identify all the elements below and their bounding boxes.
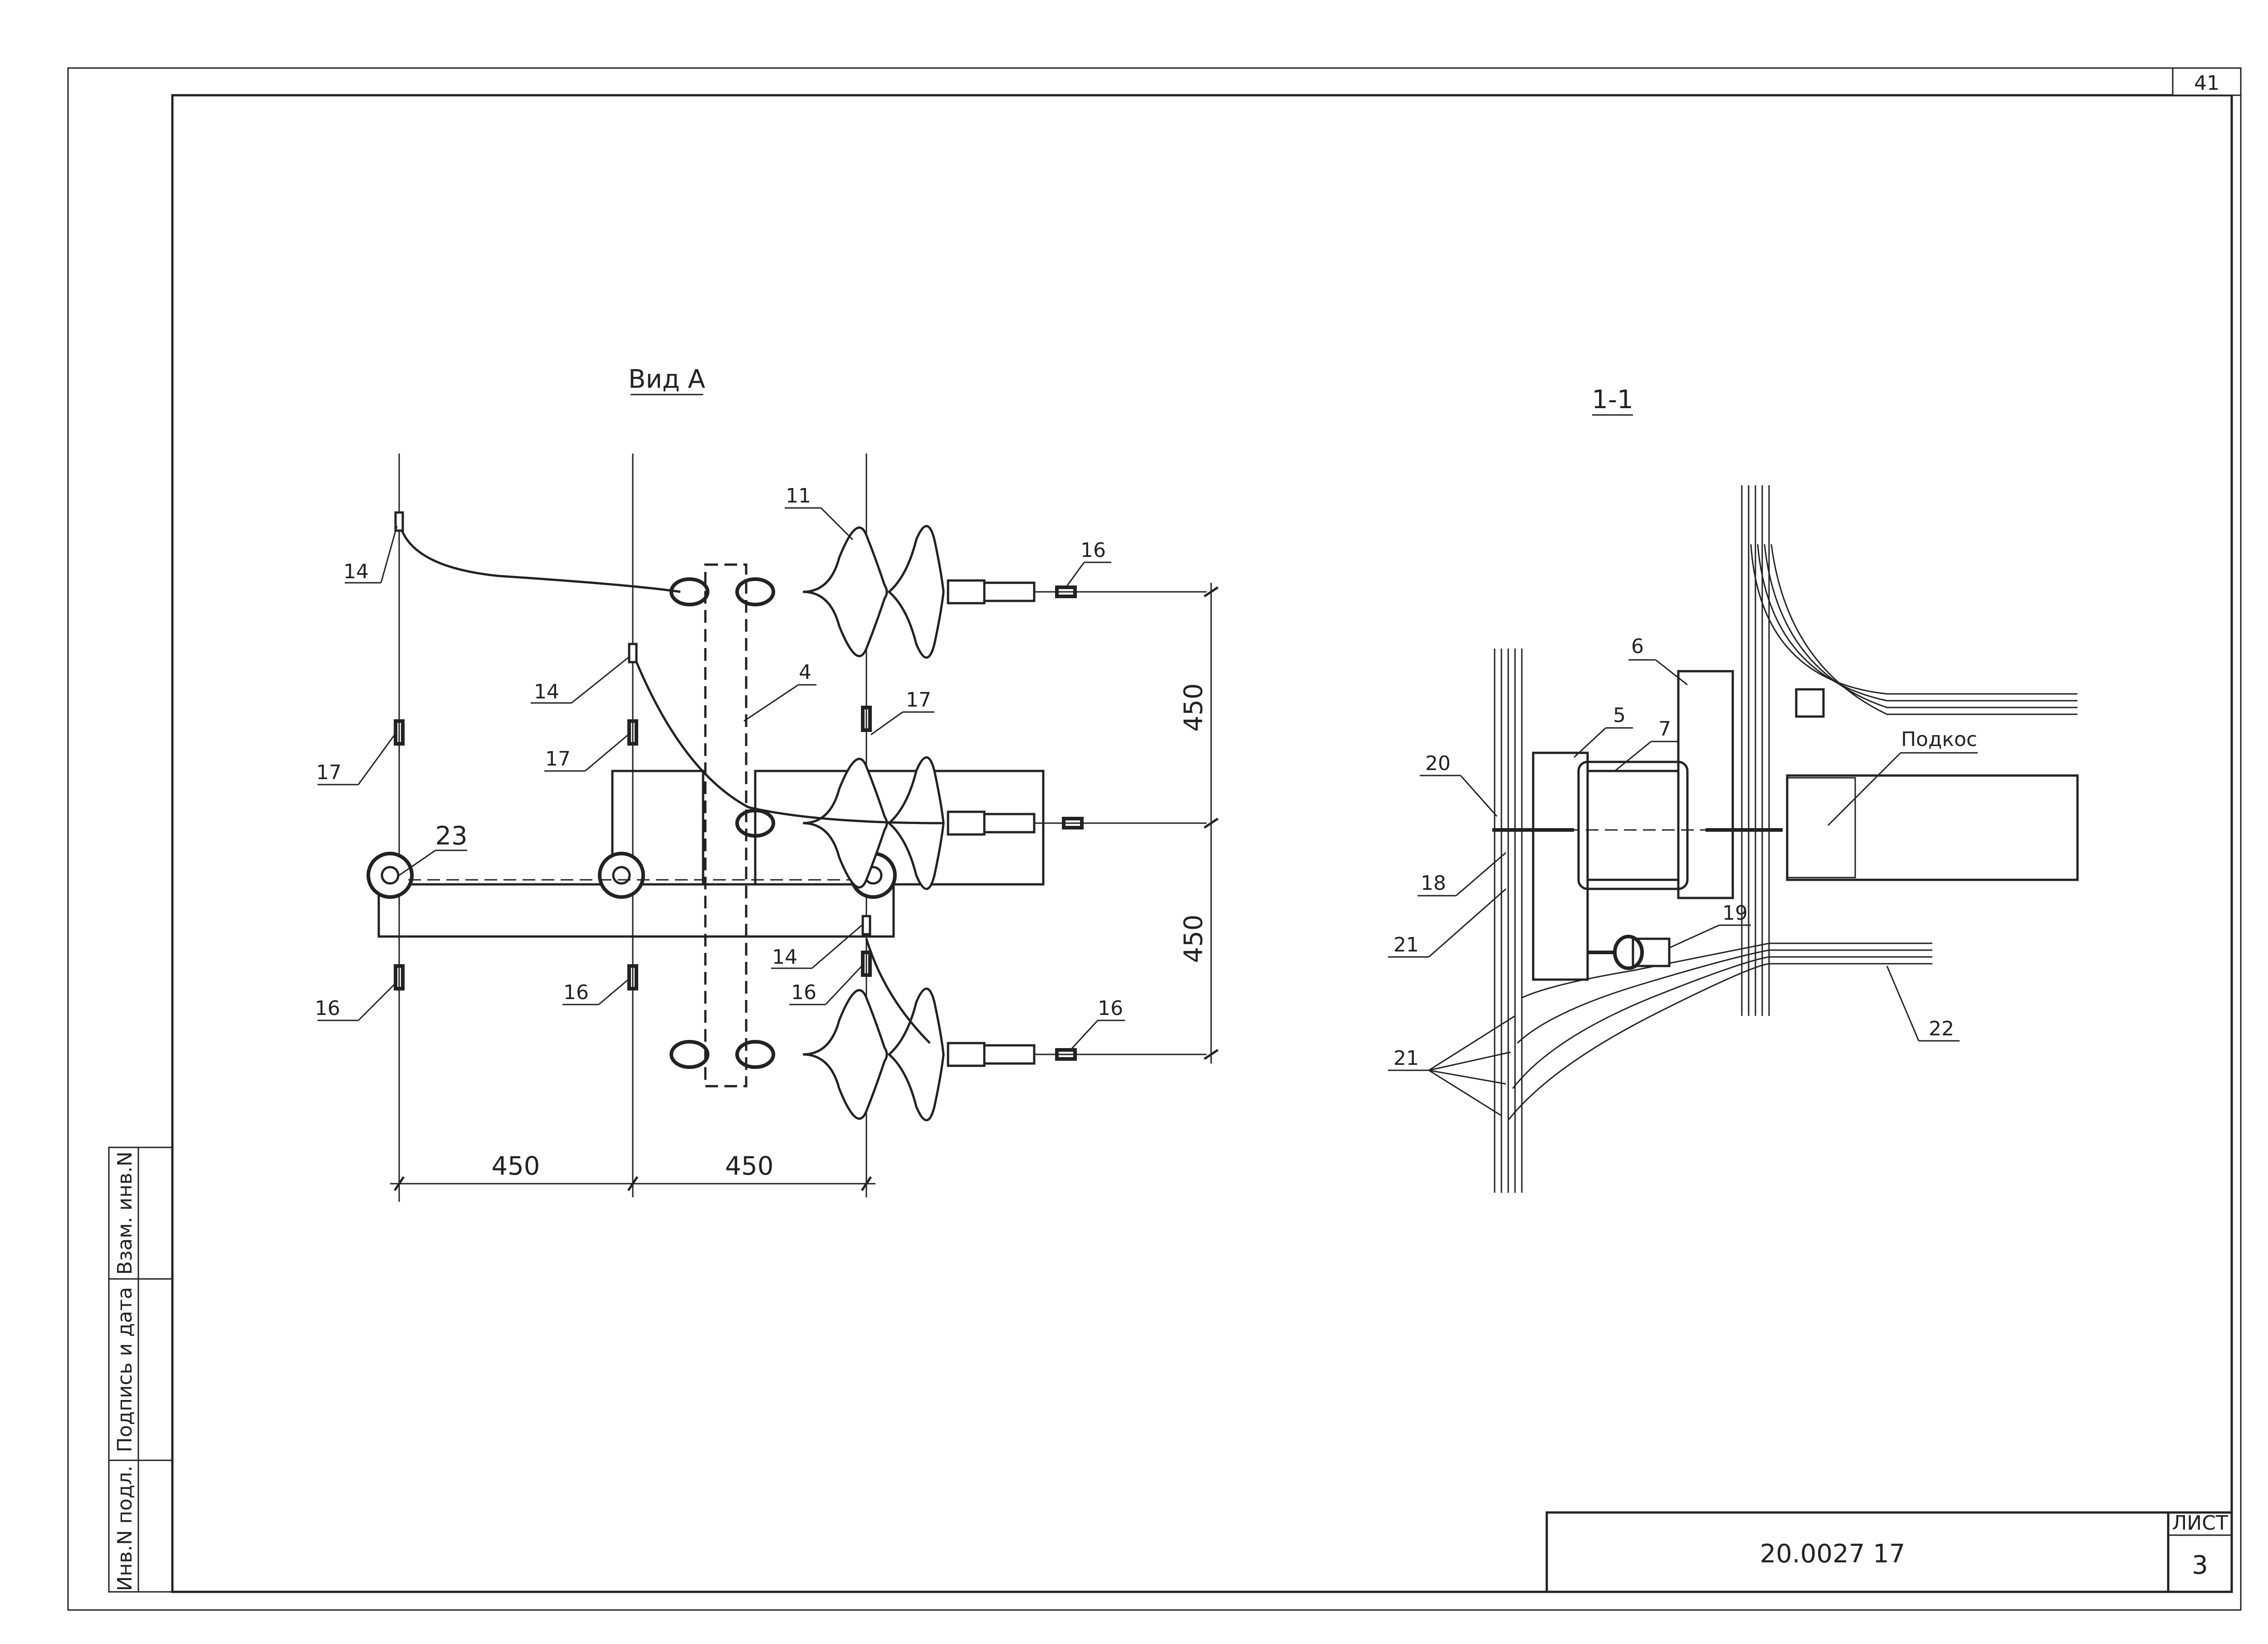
insulator-top <box>670 525 1207 659</box>
callout-21-a: 21 <box>1388 888 1506 958</box>
callout-18: 18 <box>1418 852 1506 897</box>
insulator-middle <box>735 756 1207 890</box>
clamp-14-left <box>394 511 404 532</box>
callout-16-b: 16 <box>562 979 629 1005</box>
conductors-lower <box>1507 942 1932 1121</box>
jumper-middle <box>631 653 944 824</box>
conductors-upper <box>1750 544 2077 715</box>
callout-14-a: 14 <box>343 526 398 584</box>
callout-16-d: 16 <box>1065 539 1111 588</box>
svg-text:14: 14 <box>772 946 797 969</box>
stamp-original-inv: Инв.N подл. <box>113 1466 137 1591</box>
strut-label: Подкос <box>1901 728 1977 751</box>
section-1-1: 1-1 <box>1388 385 2079 1193</box>
callout-6: 6 <box>1628 635 1688 686</box>
svg-text:21: 21 <box>1393 1047 1419 1070</box>
clamp-14-middle <box>628 643 638 663</box>
strut-hatched <box>1786 777 1856 878</box>
stamp-replaced-inv: Взам. инв.N <box>113 1151 137 1275</box>
svg-text:11: 11 <box>786 484 811 507</box>
clamp-17-right <box>861 706 872 732</box>
svg-text:17: 17 <box>906 688 931 712</box>
svg-text:16: 16 <box>1098 997 1123 1020</box>
svg-text:6: 6 <box>1631 635 1644 658</box>
clamp-16-left <box>394 964 405 990</box>
view-a: Вид А <box>315 365 1219 1202</box>
pole-bundle-right <box>1741 485 1770 1016</box>
post-4 <box>704 563 748 1088</box>
clamp-16-middle <box>627 964 638 990</box>
svg-text:21: 21 <box>1393 933 1419 956</box>
svg-text:16: 16 <box>1080 539 1106 562</box>
callout-strut: Подкос <box>1827 728 1978 826</box>
dim-h2: 450 <box>725 1151 774 1181</box>
sheet-number: 3 <box>2192 1551 2208 1580</box>
corner-number: 41 <box>2194 72 2219 95</box>
callout-16-c: 16 <box>789 965 863 1005</box>
callout-4: 4 <box>743 661 816 722</box>
callout-19: 19 <box>1669 902 1751 949</box>
callout-17-b: 17 <box>544 734 629 772</box>
stamp-signature-date: Подпись и дата <box>113 1287 137 1452</box>
callout-17-c: 17 <box>870 688 934 736</box>
sheet-label: ЛИСТ <box>2172 1512 2228 1535</box>
callout-5: 5 <box>1573 704 1633 758</box>
crossarm-section-7 <box>1586 770 1680 881</box>
svg-text:14: 14 <box>343 560 369 583</box>
clamp-14-right <box>861 915 871 936</box>
sleeve-block <box>754 770 1045 886</box>
svg-text:14: 14 <box>534 680 559 703</box>
dimension-horizontal: 450 450 <box>390 1151 875 1202</box>
svg-text:16: 16 <box>791 981 816 1004</box>
insulator-bottom <box>670 987 1207 1122</box>
dim-v1: 450 <box>1179 683 1208 732</box>
dim-h1: 450 <box>492 1151 540 1181</box>
callout-22: 22 <box>1886 966 1960 1042</box>
clamp-17-middle <box>627 719 638 746</box>
inner-frame <box>171 94 2233 1593</box>
side-stamp: Инв.N подл. Подпись и дата Взам. инв.N <box>108 1146 173 1593</box>
svg-text:5: 5 <box>1613 704 1626 727</box>
svg-text:4: 4 <box>799 661 811 684</box>
callout-17-a: 17 <box>316 734 396 785</box>
callout-20: 20 <box>1420 752 1498 817</box>
ring-clamp-left <box>367 852 414 899</box>
callout-16-e: 16 <box>1070 997 1125 1051</box>
callout-7: 7 <box>1614 717 1678 772</box>
title-block: ЛИСТ 3 20.0027 17 <box>1545 1511 2233 1593</box>
svg-text:18: 18 <box>1421 872 1446 895</box>
svg-text:16: 16 <box>563 981 589 1004</box>
dimension-vertical: 450 450 <box>1179 583 1219 1063</box>
svg-text:19: 19 <box>1722 902 1748 925</box>
callout-21-b: 21 <box>1388 1015 1515 1117</box>
doc-code: 20.0027 17 <box>1760 1539 1906 1569</box>
clamp-17-left <box>394 719 405 746</box>
view-a-title: Вид А <box>628 365 705 394</box>
outer-frame <box>67 67 2242 1611</box>
svg-text:17: 17 <box>316 761 342 784</box>
callout-14-b: 14 <box>531 657 629 704</box>
svg-text:16: 16 <box>315 997 340 1020</box>
callout-16-a: 16 <box>315 983 396 1021</box>
ring-clamp-middle <box>598 852 645 899</box>
callout-23: 23 <box>399 821 468 876</box>
section-title: 1-1 <box>1592 385 1633 415</box>
svg-text:7: 7 <box>1658 717 1671 741</box>
clamp-16-right <box>861 951 872 977</box>
svg-text:22: 22 <box>1929 1017 1954 1040</box>
pole-bundle-left <box>1494 649 1523 1193</box>
bracket-box <box>611 770 704 886</box>
callout-11: 11 <box>785 484 854 541</box>
corner-number-box: 41 <box>2172 67 2242 96</box>
callout-14-c: 14 <box>771 924 862 969</box>
dead-end-clamp-upper <box>1795 688 1825 718</box>
dim-v2: 450 <box>1179 915 1208 963</box>
svg-text:20: 20 <box>1425 752 1451 775</box>
strut <box>1786 774 2079 881</box>
svg-text:23: 23 <box>435 821 467 851</box>
jumper-top <box>398 521 681 593</box>
svg-text:17: 17 <box>545 747 571 771</box>
